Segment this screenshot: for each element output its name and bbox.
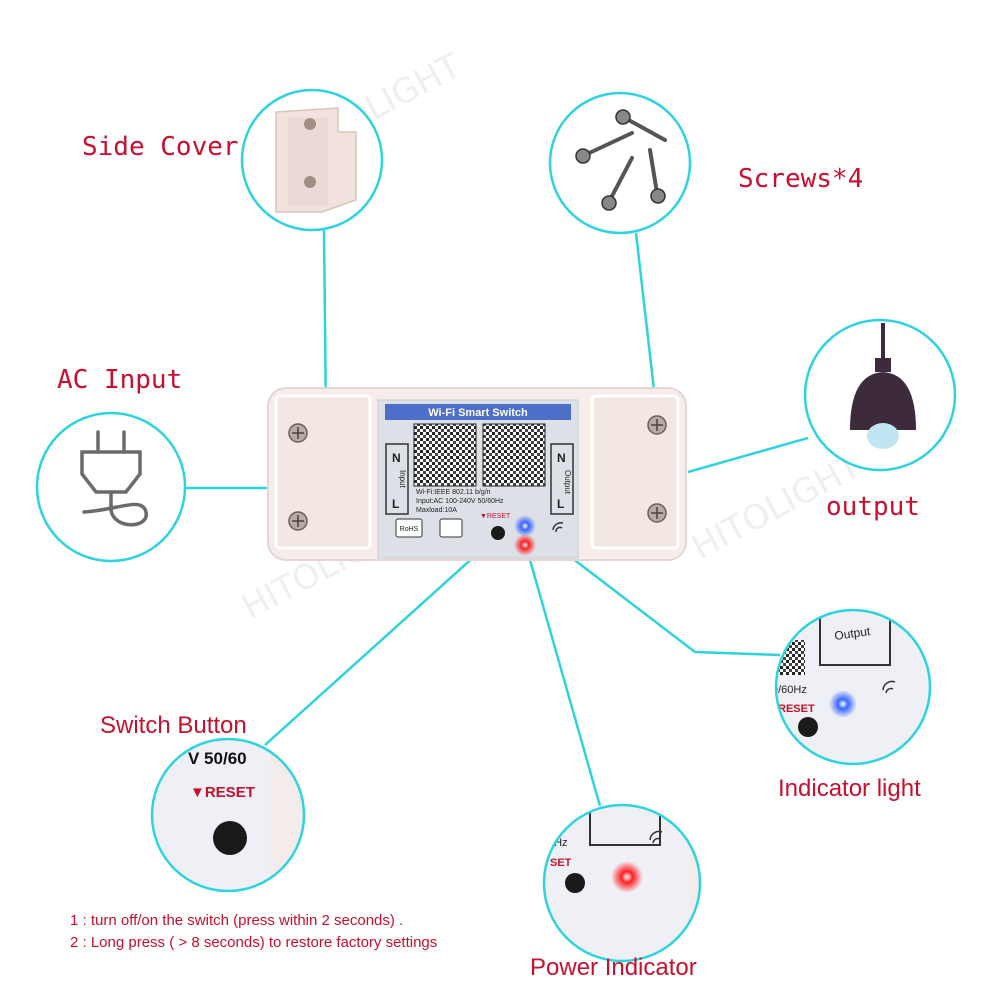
label-power-indicator: Power Indicator	[530, 954, 697, 981]
spec-wifi: Wi-Fi:IEEE 802.11 b/g/n	[416, 489, 491, 496]
label-switch-button: Switch Button	[100, 712, 247, 739]
note-line-1: 1 : turn off/on the switch (press within…	[70, 912, 404, 929]
spec-input: Input:AC 100-240V 50/60Hz	[416, 498, 504, 505]
indicator-detail-output: Output	[833, 624, 871, 643]
plug-icon	[80, 430, 148, 527]
terminal-l-out: L	[557, 497, 564, 511]
label-indicator-light: Indicator light	[778, 775, 921, 802]
line-output	[687, 436, 809, 474]
side-cover-callout	[240, 88, 384, 232]
label-ac-input: AC Input	[57, 365, 183, 395]
indicator-blue-led	[829, 690, 857, 718]
screws-callout	[548, 91, 692, 235]
line-switch	[264, 535, 498, 746]
label-side-cover: Side Cover	[82, 132, 239, 162]
power-indicator-callout: 0Hz SET	[542, 803, 702, 963]
ac-input-callout	[35, 411, 187, 563]
line-power	[524, 545, 602, 807]
terminal-n-in: N	[392, 451, 401, 465]
device-switch-button[interactable]	[491, 526, 505, 540]
indicator-detail-reset: RESET	[778, 703, 815, 715]
power-detail-button	[565, 873, 585, 893]
device-blue-led	[514, 515, 536, 537]
switch-detail-button	[213, 821, 247, 855]
output-label: Output	[563, 470, 572, 495]
device-wifi-icon	[552, 521, 564, 533]
switch-detail-voltage: V 50/60	[188, 749, 247, 768]
smart-switch-device: Wi-Fi Smart Switch N L N L Input Output …	[267, 387, 687, 561]
input-label: Input	[398, 470, 407, 489]
device-title: Wi-Fi Smart Switch	[428, 407, 528, 419]
note-line-2: 2 : Long press ( > 8 seconds) to restore…	[70, 934, 438, 951]
lamp-icon	[850, 323, 916, 449]
device-screw-slots	[292, 419, 663, 527]
switch-detail-reset: ▼RESET	[190, 784, 255, 801]
label-screws: Screws*4	[738, 164, 864, 194]
output-callout	[803, 318, 957, 472]
indicator-light-callout: Output 0/60Hz RESET	[772, 608, 932, 766]
switch-button-callout: V 50/60 ▼RESET	[150, 737, 306, 893]
power-detail-reset: SET	[550, 857, 572, 869]
rohs-mark: RoHS	[400, 526, 419, 533]
indicator-detail-button	[798, 717, 818, 737]
device-red-led	[514, 534, 536, 556]
terminal-n-out: N	[557, 451, 566, 465]
power-red-led	[611, 861, 643, 893]
terminal-l-in: L	[392, 497, 399, 511]
line-side-cover	[322, 229, 328, 419]
indicator-detail-freq: 0/60Hz	[772, 684, 807, 696]
device-reset-label: ▼RESET	[480, 513, 511, 520]
line-indicator	[694, 650, 781, 657]
spec-maxload: Maxload:10A	[416, 507, 457, 514]
callout-lines	[185, 229, 809, 807]
label-output: output	[826, 492, 920, 522]
screws-icon	[575, 109, 667, 211]
